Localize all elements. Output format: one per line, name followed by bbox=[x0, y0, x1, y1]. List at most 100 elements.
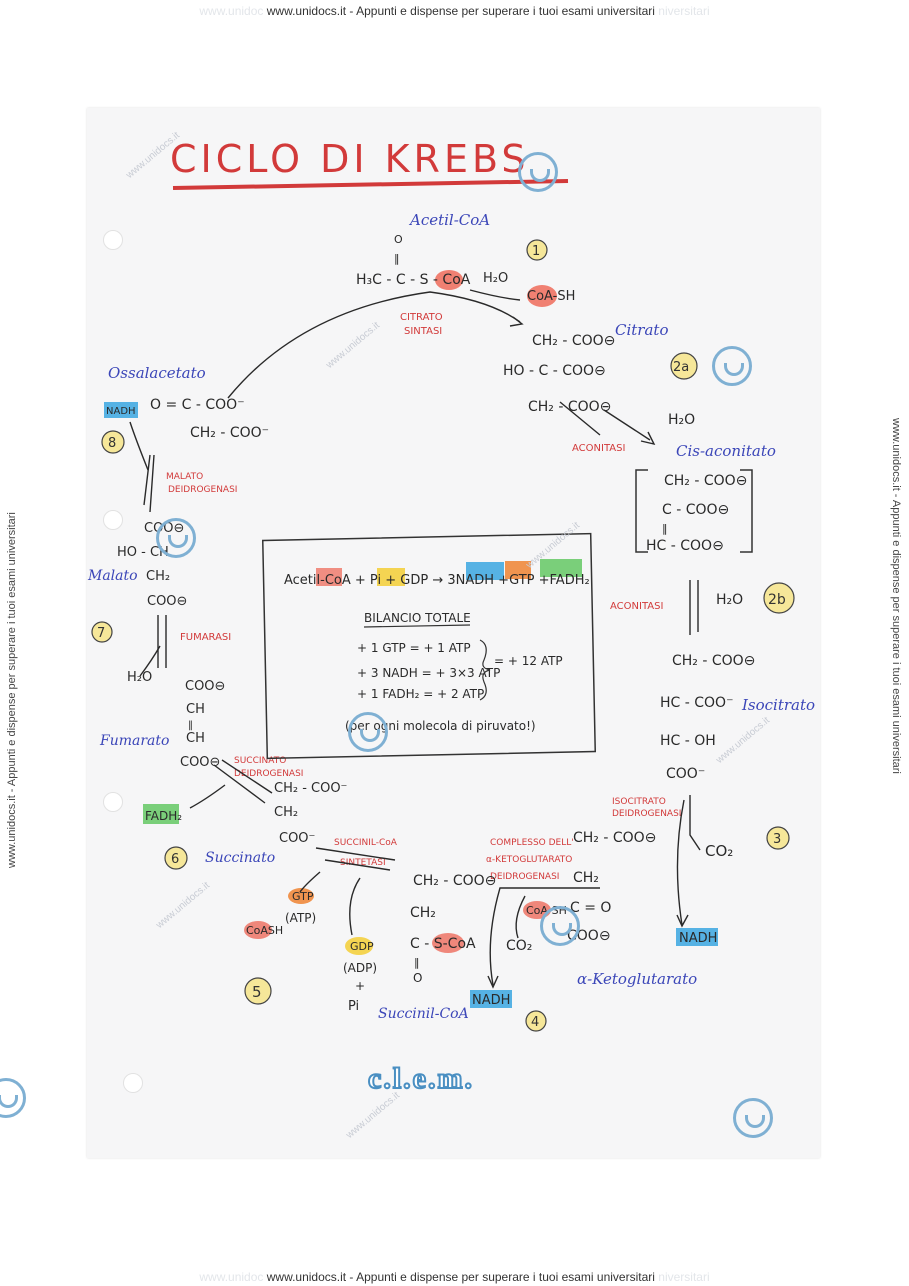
enzyme-akg-dh: COMPLESSO DELL' bbox=[490, 838, 574, 848]
succinyl-coa-line5: O bbox=[413, 971, 422, 985]
punch-hole bbox=[103, 792, 123, 812]
succinate-line1: CH₂ - COO⁻ bbox=[274, 781, 347, 796]
acetyl-coa-oxygen: O bbox=[394, 233, 403, 246]
cis-aconitate-name: Cis-aconitato bbox=[676, 442, 776, 460]
enzyme-succinate-dh: DEIDROGENASI bbox=[234, 769, 303, 779]
step-number: 7 bbox=[97, 626, 105, 641]
enzyme-isocitrate-dh: ISOCITRATO bbox=[612, 797, 666, 807]
fumarate-line1: COO⊖ bbox=[185, 679, 225, 694]
co2-out: CO₂ bbox=[705, 842, 733, 860]
highlight-gdp bbox=[345, 937, 373, 955]
citrate-line2: HO - C - COO⊖ bbox=[503, 363, 606, 379]
unidocs-watermark-icon bbox=[518, 152, 558, 192]
step-number: 6 bbox=[171, 852, 179, 867]
citrate-line3: CH₂ - COO⊖ bbox=[528, 399, 611, 415]
nadh-out: NADH bbox=[472, 993, 510, 1008]
highlight-fadh2 bbox=[143, 804, 179, 824]
punch-hole bbox=[123, 1073, 143, 1093]
bottom-banner: www.unidoc www.unidocs.it - Appunti e di… bbox=[0, 1270, 909, 1284]
malate-line4: COO⊖ bbox=[147, 594, 187, 609]
unidocs-watermark-icon bbox=[712, 346, 752, 386]
enzyme-citrate-synthase: CITRATO bbox=[400, 312, 443, 323]
isocitrate-line2: HC - COO⁻ bbox=[660, 695, 733, 711]
summary-brace bbox=[479, 639, 491, 701]
fadh2-out: FADH₂ bbox=[145, 809, 182, 823]
heading-underline bbox=[363, 624, 471, 628]
top-banner-link[interactable]: www.unidocs.it - Appunti e dispense per … bbox=[266, 4, 655, 18]
cis-aconitate-line4: HC - COO⊖ bbox=[646, 538, 724, 554]
oxaloacetate-line1: O = C - COO⁻ bbox=[150, 397, 245, 413]
summary-equation: Acetil-CoA + Pi + GDP → 3NADH +GTP +FADH… bbox=[284, 573, 590, 588]
acetyl-coa-name: Acetil-CoA bbox=[408, 211, 490, 229]
highlight-coa bbox=[244, 921, 272, 939]
coa-sh-out: CoA-SH bbox=[527, 289, 575, 304]
summary-line-fadh2: + 1 FADH₂ = + 2 ATP bbox=[357, 687, 484, 701]
fumarate-line2: CH bbox=[186, 702, 205, 717]
summary-total: = + 12 ATP bbox=[494, 654, 563, 668]
highlight-coa bbox=[527, 285, 557, 307]
akg-line1: CH₂ - COO⊖ bbox=[573, 830, 656, 846]
summary-heading: BILANCIO TOTALE bbox=[364, 611, 471, 625]
unidocs-watermark-icon bbox=[540, 906, 580, 946]
step-number: 3 bbox=[773, 832, 781, 847]
nadh-out: NADH bbox=[679, 931, 717, 946]
enzyme-akg-dh: DEIDROGENASI bbox=[490, 872, 559, 882]
isocitrate-name: Isocitrato bbox=[741, 696, 815, 714]
gtp-out: GTP bbox=[292, 890, 314, 903]
succinyl-coa-name: Succinil-CoA bbox=[378, 1006, 469, 1022]
highlight-nadh bbox=[466, 562, 504, 580]
succinyl-coa-line4: ‖ bbox=[414, 956, 420, 969]
top-banner: www.unidoc www.unidocs.it - Appunti e di… bbox=[0, 4, 909, 18]
title-underline bbox=[172, 179, 569, 190]
pi-in: Pi bbox=[348, 999, 359, 1014]
water-in: H₂O bbox=[127, 670, 152, 685]
highlight-nadh bbox=[470, 990, 512, 1008]
summary-line-gtp: + 1 GTP = + 1 ATP bbox=[357, 641, 471, 655]
top-banner-ghost-left: www.unidoc bbox=[199, 4, 264, 18]
highlight-coa bbox=[432, 933, 464, 953]
enzyme-succinyl-synthetase: SINTETASI bbox=[340, 858, 386, 868]
highlight-fadh2 bbox=[540, 559, 582, 577]
acetyl-coa-formula: H₃C - C - S - CoA bbox=[356, 272, 471, 288]
water-out: H₂O bbox=[668, 412, 695, 428]
clem-logo: c.l.e.m. bbox=[367, 1061, 474, 1096]
akg-line2: CH₂ bbox=[573, 870, 599, 886]
step-number: 8 bbox=[108, 436, 116, 451]
isocitrate-line1: CH₂ - COO⊖ bbox=[672, 653, 755, 669]
succinate-line2: CH₂ bbox=[274, 805, 298, 820]
highlight-gtp bbox=[288, 888, 314, 904]
highlight-coa bbox=[316, 568, 342, 586]
succinyl-coa-line3: C - S-CoA bbox=[410, 936, 476, 952]
cis-aconitate-line2: C - COO⊖ bbox=[662, 502, 729, 518]
bottom-banner-link[interactable]: www.unidocs.it - Appunti e dispense per … bbox=[266, 1270, 655, 1284]
malate-line3: CH₂ bbox=[146, 569, 170, 584]
step-number: 5 bbox=[252, 983, 262, 1001]
enzyme-aconitase: ACONITASI bbox=[572, 443, 625, 454]
reaction-arrows bbox=[129, 289, 701, 989]
unidocs-watermark-icon bbox=[0, 1078, 26, 1118]
punch-hole bbox=[103, 230, 123, 250]
succinyl-coa-line2: CH₂ bbox=[410, 905, 436, 921]
malate-name: Malato bbox=[87, 568, 138, 584]
enzyme-isocitrate-dh: DEIDROGENASI bbox=[612, 809, 681, 819]
summary-note: (per ogni molecola di piruvato!) bbox=[345, 719, 536, 733]
brackets bbox=[635, 469, 753, 553]
adp-in: (ADP) bbox=[343, 961, 377, 975]
oxaloacetate-line2: CH₂ - COO⁻ bbox=[190, 425, 269, 441]
highlight-nadh bbox=[104, 402, 138, 418]
succinyl-coa-line1: CH₂ - COO⊖ bbox=[413, 873, 496, 889]
bottom-banner-ghost-right: niversitari bbox=[658, 1270, 710, 1284]
enzyme-akg-dh: α-KETOGLUTARATO bbox=[486, 855, 572, 865]
fumarate-line3: ‖ bbox=[188, 720, 193, 731]
bottom-banner-ghost-left: www.unidoc bbox=[199, 1270, 264, 1284]
top-banner-ghost-right: niversitari bbox=[658, 4, 710, 18]
summary-box bbox=[261, 532, 597, 760]
akg-name: α-Ketoglutarato bbox=[577, 970, 697, 988]
nadh-out: NADH bbox=[106, 406, 136, 417]
coash-out: CoASH bbox=[246, 924, 283, 937]
step-number: 2b bbox=[768, 592, 786, 608]
unidocs-watermark-icon bbox=[156, 518, 196, 558]
enzyme-malate-dh: MALATO bbox=[166, 472, 203, 482]
citrate-name: Citrato bbox=[615, 321, 668, 339]
